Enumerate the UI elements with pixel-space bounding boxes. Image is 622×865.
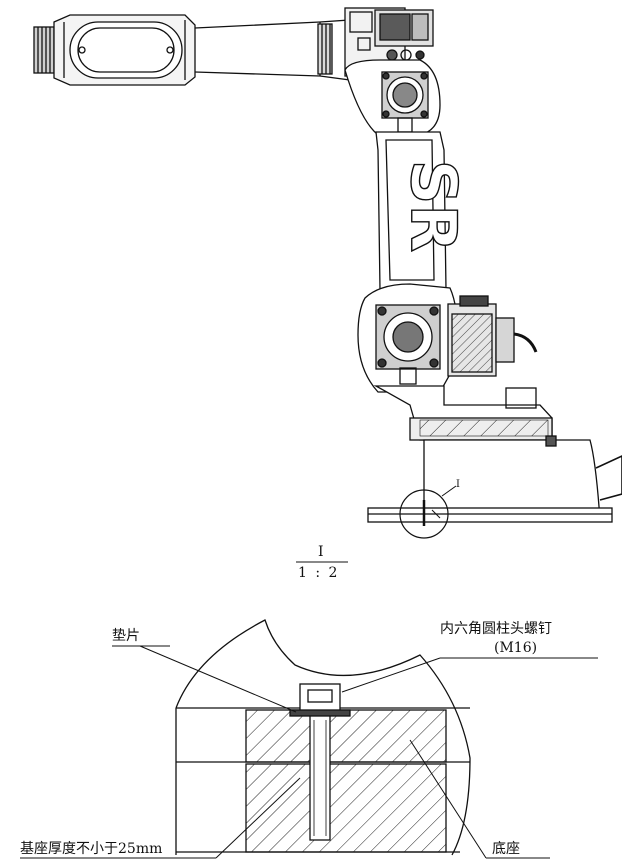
- pedestal: [367, 435, 622, 523]
- axis3-motor: [344, 7, 434, 77]
- screw-size-label: (M16): [494, 640, 538, 656]
- axis2-motor: [447, 295, 538, 377]
- robot-logo: SR: [397, 160, 470, 252]
- washer-label: 垫片: [112, 628, 140, 644]
- detail-section-view: [175, 619, 471, 856]
- shoulder-joint: [357, 283, 459, 393]
- detail-scale-ratio: 1 : 2: [298, 565, 340, 581]
- robot-side-view: SR: [33, 7, 622, 539]
- elbow-joint: [344, 59, 441, 136]
- leader-lines: [20, 561, 598, 859]
- detail-callout-label: I: [456, 479, 460, 490]
- detail-callout-circle: [399, 485, 457, 539]
- screw-label: 内六角圆柱头螺钉: [440, 621, 552, 637]
- wrist-flange: [33, 26, 55, 74]
- base-thickness-label: 基座厚度不小于25mm: [20, 841, 163, 857]
- detail-scale-title: I: [318, 544, 324, 560]
- robot-base: [373, 385, 553, 441]
- forearm: [53, 14, 196, 86]
- lower-arm: SR: [375, 131, 471, 291]
- upper-arm-tube: [194, 19, 351, 81]
- base-label: 底座: [492, 841, 520, 857]
